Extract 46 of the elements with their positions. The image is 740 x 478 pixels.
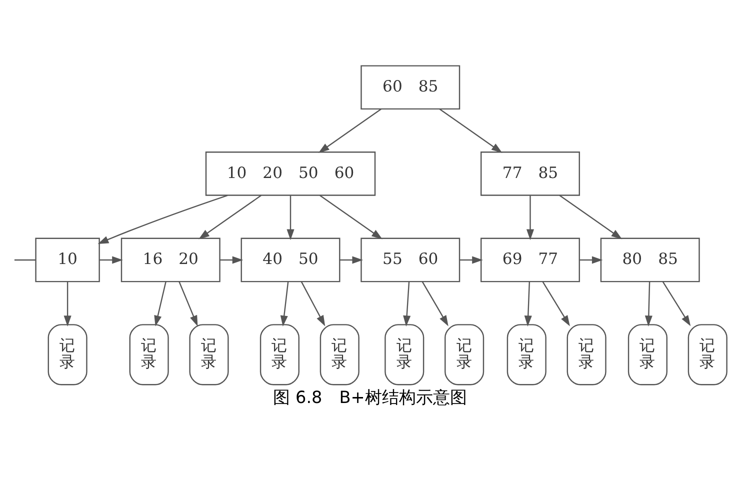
node-box: 77 85 bbox=[480, 152, 580, 196]
arrow bbox=[340, 256, 364, 264]
arrow bbox=[220, 256, 244, 264]
node-box: 55 60 bbox=[360, 238, 460, 282]
arrow bbox=[98, 194, 228, 244]
arrow bbox=[422, 281, 448, 326]
arrow bbox=[300, 281, 326, 326]
arrow bbox=[439, 108, 502, 153]
node-box: 记录 bbox=[320, 324, 360, 386]
arrow bbox=[662, 281, 691, 326]
arrow bbox=[286, 196, 294, 240]
arrow bbox=[64, 282, 72, 326]
node-box: 记录 bbox=[129, 324, 169, 386]
node-box: 10 20 50 60 bbox=[205, 152, 376, 196]
arrow bbox=[318, 108, 382, 153]
node-box: 40 50 bbox=[240, 238, 340, 282]
arrow bbox=[198, 194, 262, 240]
arrow bbox=[99, 256, 123, 264]
node-box: 60 85 bbox=[360, 65, 460, 110]
arrow bbox=[154, 282, 166, 326]
node-box: 记录 bbox=[189, 324, 229, 386]
node-box: 16 20 bbox=[120, 238, 220, 282]
node-box: 记录 bbox=[628, 324, 668, 386]
node-box: 记录 bbox=[566, 324, 606, 386]
arrow bbox=[579, 256, 603, 264]
node-box: 记录 bbox=[260, 324, 300, 386]
arrow bbox=[526, 196, 534, 240]
arrow bbox=[460, 256, 483, 264]
arrow bbox=[280, 282, 289, 326]
arrow bbox=[403, 282, 411, 326]
connector bbox=[14, 259, 36, 261]
node-box: 记录 bbox=[48, 324, 88, 386]
node-box: 10 bbox=[35, 238, 100, 282]
arrow bbox=[524, 282, 532, 326]
arrow bbox=[644, 282, 652, 326]
arrow bbox=[319, 194, 382, 240]
arrow bbox=[178, 281, 198, 326]
caption: 图 6.8 B+树结构示意图 bbox=[273, 386, 467, 407]
node-box: 69 77 bbox=[480, 238, 580, 282]
node-box: 记录 bbox=[444, 324, 484, 386]
arrow bbox=[559, 194, 622, 240]
node-box: 记录 bbox=[688, 324, 728, 386]
node-box: 记录 bbox=[384, 324, 424, 386]
arrow bbox=[542, 281, 570, 326]
node-box: 80 85 bbox=[600, 238, 700, 282]
node-box: 记录 bbox=[506, 324, 546, 386]
